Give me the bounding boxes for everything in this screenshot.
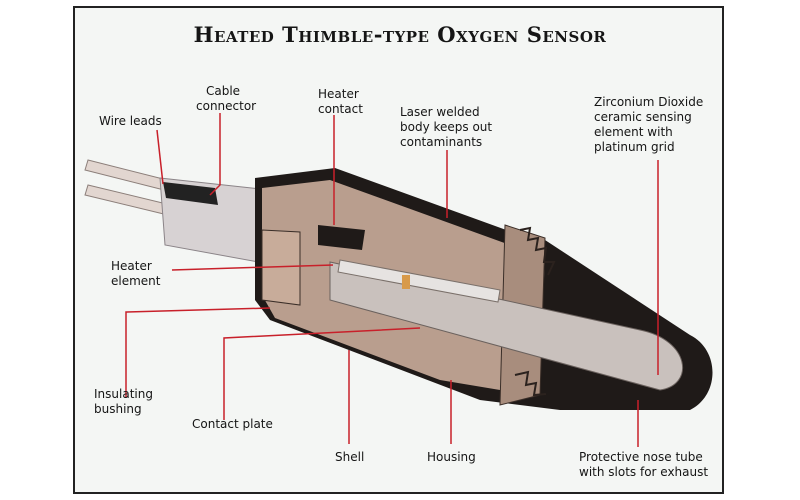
diagram-title: Heated Thimble-type Oxygen Sensor xyxy=(193,22,607,47)
label-heater-element: Heater element xyxy=(111,259,161,288)
label-protective-nose-tube: Protective nose tube with slots for exha… xyxy=(579,450,709,479)
label-wire-leads: Wire leads xyxy=(99,114,162,128)
label-contact-plate: Contact plate xyxy=(192,417,273,431)
label-housing: Housing xyxy=(427,450,476,464)
label-insulating-bushing: Insulating bushing xyxy=(94,387,153,416)
label-heater-contact: Heater contact xyxy=(318,87,363,116)
leader-lines xyxy=(125,113,659,447)
label-zirconium-element: Zirconium Dioxide ceramic sensing elemen… xyxy=(594,95,704,154)
label-shell: Shell xyxy=(335,450,365,464)
heater-marker xyxy=(402,275,410,289)
zirconium-element-graphic xyxy=(329,261,684,391)
heater-element-graphic xyxy=(337,259,501,303)
heater-contact-graphic xyxy=(318,225,365,250)
label-cable-connector: Cable connector xyxy=(196,84,257,113)
insulating-bushing-graphic xyxy=(261,229,301,306)
label-laser-welded: Laser welded body keeps out contaminants xyxy=(400,105,493,149)
